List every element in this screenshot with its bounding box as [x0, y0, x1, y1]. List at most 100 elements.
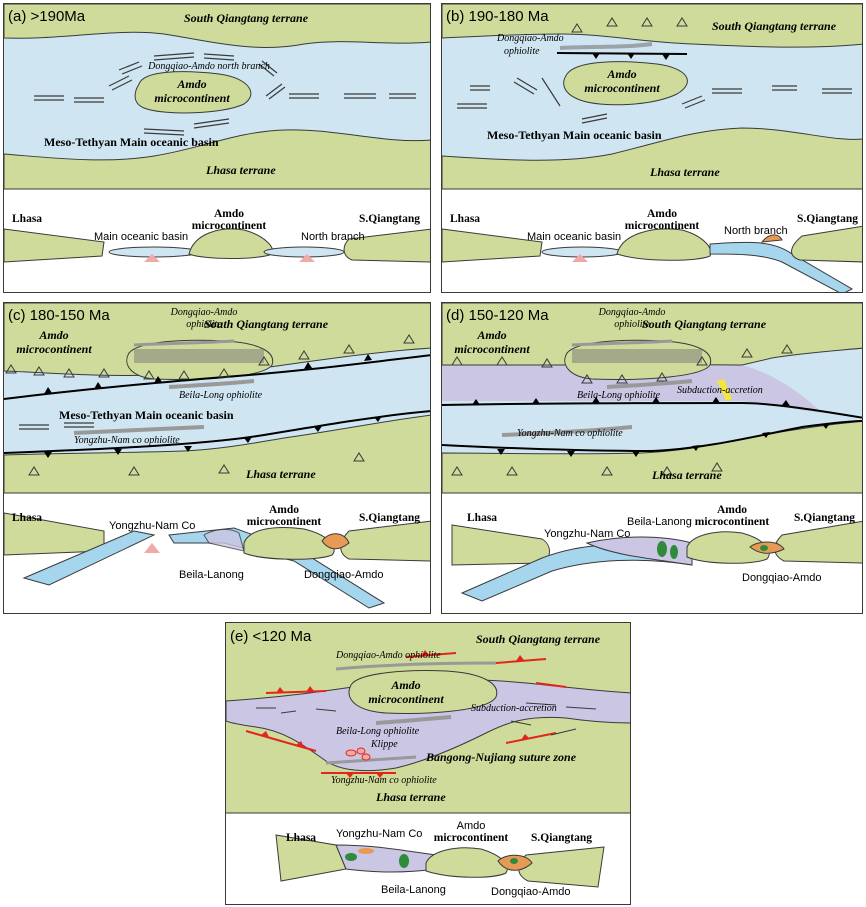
- lhasa-terrane-label: Lhasa terrane: [205, 163, 276, 177]
- panel-a: (a) >190Ma South Qiangtang terrane Lhasa…: [3, 3, 431, 293]
- accretion-yellow: [717, 379, 732, 401]
- subduction-line: [442, 401, 862, 419]
- section-beila-label: Beila-Lanong: [627, 516, 692, 528]
- ophiolite-label: Dongqiao-Amdo ophiolite: [335, 650, 441, 661]
- section-north-label: North branch: [301, 231, 365, 243]
- section-amdo-label: Amdo: [457, 820, 486, 832]
- section-sq: [340, 520, 430, 562]
- section-sq-label: S.Qiangtang: [359, 512, 420, 524]
- suture-label: Bangong-Nujiang suture zone: [425, 750, 577, 764]
- micro-label: microcontinent: [584, 81, 660, 95]
- yongzhu-ophiolite-strip: [73, 425, 205, 435]
- south-qiangtang-terrane: [4, 4, 430, 48]
- panel-label: (c) 180-150 Ma: [8, 307, 110, 324]
- section-sq: [343, 228, 430, 263]
- micro-label: microcontinent: [454, 342, 530, 356]
- amdo-microcontinent: [134, 71, 252, 114]
- micro-label: Amdo: [176, 77, 206, 91]
- section-lhasa: [442, 228, 543, 263]
- section-sq-label: S.Qiangtang: [797, 213, 858, 225]
- melange: [134, 349, 264, 363]
- section-beila-label: Beila-Lanong: [179, 569, 244, 581]
- cross-section: [442, 225, 862, 292]
- section-amdo-label: Amdo: [717, 504, 747, 516]
- south-terrane-label: South Qiangtang terrane: [642, 317, 767, 331]
- melange: [572, 349, 702, 363]
- north-branch-label: Dongqiao-Amdo north branch: [147, 61, 270, 72]
- micro-label: Amdo: [38, 328, 68, 342]
- ophiolite-label: Dongqiao-Amdo: [496, 33, 564, 44]
- lhasa-terrane-label: Lhasa terrane: [649, 165, 720, 179]
- panel-label: (d) 150-120 Ma: [446, 307, 549, 324]
- ridge-marker: [144, 254, 160, 262]
- ophiolite-label: Dongqiao-Amdo: [170, 307, 238, 318]
- beila-label: Beila-Long ophiolite: [577, 390, 661, 401]
- section-main-label: Main oceanic basin: [527, 231, 621, 243]
- section-north-branch: [263, 246, 345, 258]
- yongzhu-ophiolite-strip: [501, 425, 633, 437]
- ridge-marker: [572, 254, 588, 262]
- section-ophiolite-green: [345, 853, 357, 861]
- basin-label: Meso-Tethyan Main oceanic basin: [59, 408, 234, 422]
- section-lhasa: [4, 228, 105, 263]
- shear-marks: [256, 702, 597, 736]
- panel-e: (e) <120 Ma South Qiangtang terrane Lhas…: [225, 622, 631, 905]
- dongqiao-ophiolite-strip: [335, 661, 497, 671]
- thrust-teeth: [261, 650, 529, 778]
- yongzhu-label: Yongzhu-Nam co ophiolite: [74, 435, 180, 446]
- section-amdo-label: microcontinent: [434, 832, 509, 844]
- panel-d: (d) 150-120 Ma South Qiangtang terrane L…: [441, 302, 863, 614]
- panel-b-svg: (b) 190-180 Ma South Qiangtang terrane L…: [442, 4, 862, 292]
- panel-d-svg: (d) 150-120 Ma South Qiangtang terrane L…: [442, 303, 862, 602]
- subduction-teeth: [592, 53, 670, 60]
- micro-label: microcontinent: [154, 91, 230, 105]
- section-accretion: [203, 528, 245, 552]
- subduction-teeth: [472, 397, 830, 457]
- section-amdo-label: microcontinent: [625, 220, 700, 232]
- section-yongzhu-label: Yongzhu-Nam Co: [544, 528, 630, 540]
- panel-e-svg: (e) <120 Ma South Qiangtang terrane Lhas…: [226, 623, 630, 904]
- section-sq: [791, 225, 862, 263]
- section-amdo-label: Amdo: [647, 208, 677, 220]
- section-lhasa-label: Lhasa: [12, 213, 42, 225]
- ridge-marker: [299, 254, 315, 262]
- section-main-label: Main oceanic basin: [94, 231, 188, 243]
- panel-label: (a) >190Ma: [8, 8, 86, 25]
- section-amdo: [243, 527, 335, 560]
- panel-label: (b) 190-180 Ma: [446, 8, 549, 25]
- ophiolite-label: Dongqiao-Amdo: [598, 307, 666, 318]
- micro-label: microcontinent: [16, 342, 92, 356]
- basin-label: Meso-Tethyan Main oceanic basin: [44, 135, 219, 149]
- section-ophiolite: [358, 848, 374, 854]
- section-ophiolite-green: [399, 854, 409, 868]
- section-amdo-label: microcontinent: [695, 516, 770, 528]
- panel-c-svg: (c) 180-150 Ma South Qiangtang terrane L…: [4, 303, 430, 609]
- section-sq: [774, 520, 862, 564]
- ridge-marker: [144, 543, 160, 553]
- lhasa-terrane: [442, 127, 862, 190]
- section-amdo-label: Amdo: [269, 504, 299, 516]
- ophiolite-strip: [559, 42, 653, 50]
- south-terrane-label: South Qiangtang terrane: [476, 632, 601, 646]
- section-beila-label: Beila-Lanong: [381, 884, 446, 896]
- section-dongqiao-label: Dongqiao-Amdo: [304, 569, 384, 581]
- section-slab-left: [22, 530, 156, 586]
- south-terrane-label: South Qiangtang terrane: [184, 11, 309, 25]
- subduction-teeth: [44, 354, 382, 458]
- section-amdo-label: microcontinent: [192, 220, 267, 232]
- volcano-symbols: [451, 344, 793, 476]
- micro-label: Amdo: [476, 328, 506, 342]
- lhasa-terrane-label: Lhasa terrane: [375, 790, 446, 804]
- basin-label: Meso-Tethyan Main oceanic basin: [487, 128, 662, 142]
- section-ophiolite: [760, 234, 783, 243]
- yongzhu-label: Yongzhu-Nam co ophiolite: [517, 428, 623, 439]
- lhasa-terrane-label: Lhasa terrane: [245, 467, 316, 481]
- section-sq: [518, 846, 605, 888]
- panel-c: (c) 180-150 Ma South Qiangtang terrane L…: [3, 302, 431, 614]
- cross-section: [4, 228, 430, 263]
- section-dongqiao-label: Dongqiao-Amdo: [742, 572, 822, 584]
- section-sq-label: S.Qiangtang: [531, 832, 592, 844]
- volcano-symbols: [571, 17, 688, 33]
- subduction-label: Subduction-accretion: [471, 703, 557, 714]
- lhasa-terrane: [4, 414, 430, 494]
